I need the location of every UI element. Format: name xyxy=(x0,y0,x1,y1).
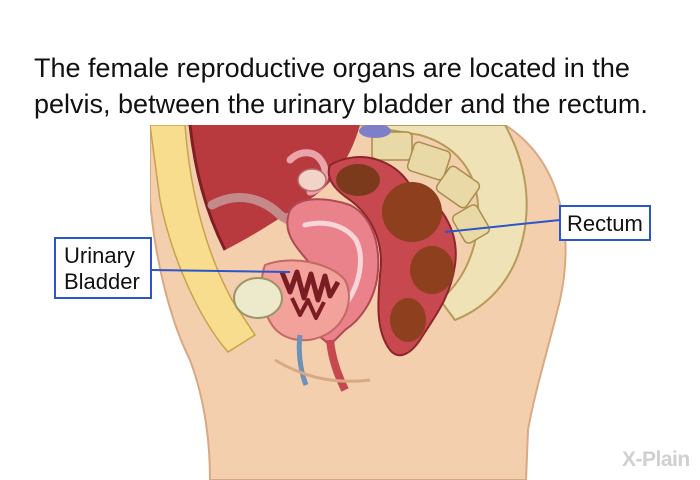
spinal-disc xyxy=(359,125,391,138)
rectum-pouch-1 xyxy=(336,164,380,196)
sacrum xyxy=(359,125,528,322)
vagina xyxy=(326,339,349,392)
urinary-bladder-label-line1: Urinary xyxy=(64,243,135,268)
urethra xyxy=(296,334,309,386)
rectum-pouch-3 xyxy=(410,246,454,294)
diagram-caption: The female reproductive organs are locat… xyxy=(34,53,648,119)
urinary-bladder-callout: Urinary Bladder xyxy=(54,237,152,299)
uterine-cavity xyxy=(302,220,363,308)
perineum xyxy=(274,358,371,383)
x-plain-logo: X-Plain xyxy=(622,448,690,471)
peritoneum-lining xyxy=(188,125,227,251)
vertebra-2 xyxy=(406,141,452,181)
vertebra-1 xyxy=(371,131,413,161)
ovary xyxy=(297,168,327,192)
abdominal-wall xyxy=(150,125,257,353)
bladder-rugae xyxy=(279,269,341,303)
rectum-pouch-4 xyxy=(390,298,426,342)
vertebra-3 xyxy=(435,165,481,209)
rectum-pouch-2 xyxy=(382,182,442,242)
rectum-label: Rectum xyxy=(567,211,643,236)
urinary-bladder-label-line2: Bladder xyxy=(64,269,140,294)
bladder-leader-line xyxy=(151,269,291,273)
rectum-leader-line xyxy=(444,219,561,233)
bladder-rugae-lower xyxy=(290,297,326,320)
pubic-bone xyxy=(233,277,283,319)
rectum-callout: Rectum xyxy=(559,205,651,241)
